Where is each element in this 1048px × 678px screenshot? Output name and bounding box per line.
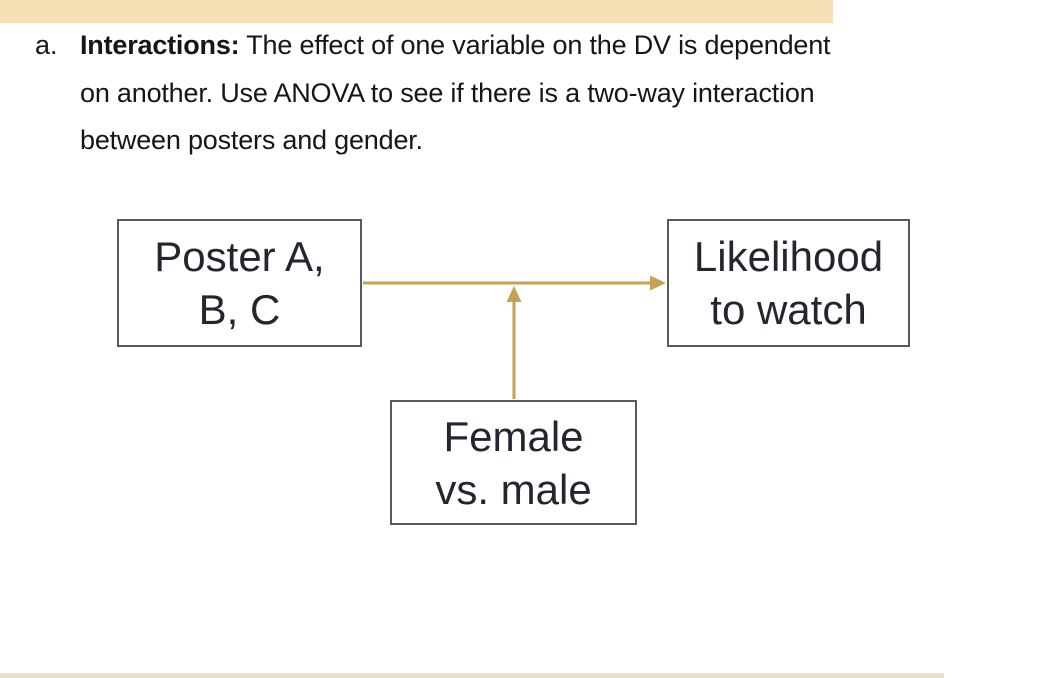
box-text-line: Likelihood xyxy=(693,233,884,280)
bottom-highlight-bar xyxy=(0,673,944,678)
list-marker: a. xyxy=(35,30,58,60)
paragraph-line-1: Interactions: The effect of one variable… xyxy=(80,22,980,70)
paragraph-bold-lead: Interactions: xyxy=(80,30,240,60)
box-text-line: Female xyxy=(443,412,584,460)
box-text-line: to watch xyxy=(710,286,867,333)
up-arrowhead-icon xyxy=(506,286,522,302)
moderator-variable-box: Female vs. male xyxy=(390,400,637,525)
top-highlight-bar xyxy=(0,0,833,23)
paragraph-text-1: The effect of one variable on the DV is … xyxy=(239,30,831,60)
paragraph-line-2: on another. Use ANOVA to see if there is… xyxy=(80,70,980,118)
independent-variable-box: Poster A, B, C xyxy=(117,219,362,347)
dependent-variable-box: Likelihood to watch xyxy=(667,219,910,347)
paragraph-text-2: on another. Use ANOVA to see if there is… xyxy=(80,77,815,108)
box-text-line: B, C xyxy=(198,286,281,333)
box-text-line: Poster A, xyxy=(154,233,325,280)
paragraph-text-3: between posters and gender. xyxy=(80,125,423,155)
right-arrowhead-icon xyxy=(650,275,666,291)
paragraph: Interactions: The effect of one variable… xyxy=(80,22,980,165)
paragraph-line-3: between posters and gender. xyxy=(80,117,980,165)
box-text-line: vs. male xyxy=(435,465,592,513)
